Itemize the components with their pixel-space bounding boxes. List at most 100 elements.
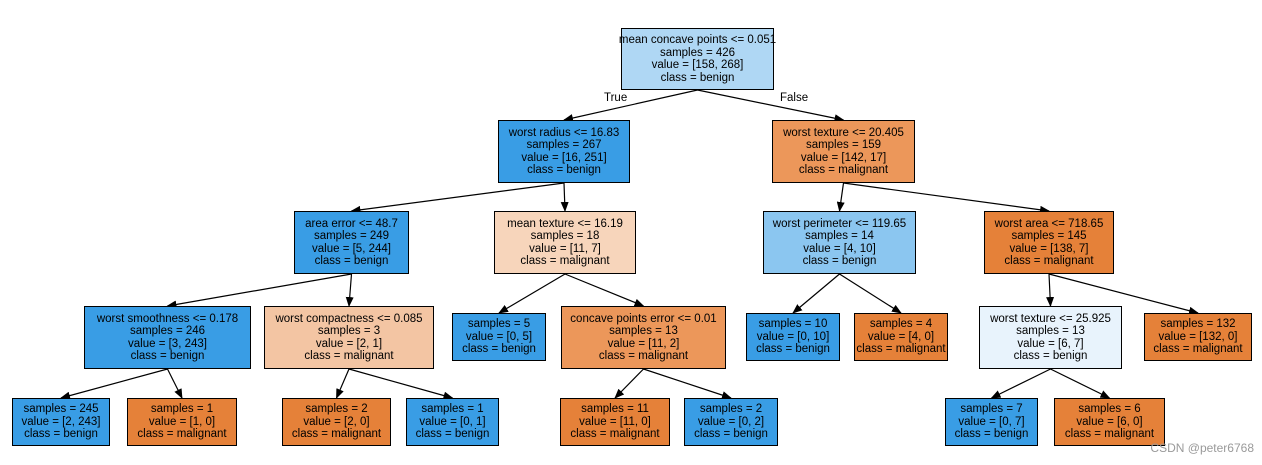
tree-edge-n1-n4 xyxy=(560,182,569,212)
node-line: class = benign xyxy=(527,164,601,176)
node-line: class = malignant xyxy=(137,428,227,441)
node-line: samples = 267 xyxy=(526,139,602,151)
node-line: value = [142, 17] xyxy=(800,151,887,164)
node-line: samples = 11 xyxy=(581,403,649,416)
node-line: samples = 5 xyxy=(467,318,531,331)
node-line: class = malignant xyxy=(520,255,610,267)
tree-edge-n13-n21 xyxy=(990,368,1051,399)
tree-edge-n0-n2 xyxy=(697,89,845,123)
node-line: value = [11, 0] xyxy=(579,415,651,428)
node-line: class = benign xyxy=(954,428,1029,441)
node-line: class = benign xyxy=(415,428,490,441)
node-line: samples = 426 xyxy=(659,46,736,59)
node-line: worst perimeter <= 119.65 xyxy=(772,217,907,230)
node-line: worst area <= 718.65 xyxy=(994,217,1104,230)
node-line: value = [0, 5] xyxy=(465,330,533,343)
tree-edge-n6-n13 xyxy=(1046,273,1055,307)
node-line: class = benign xyxy=(756,343,830,356)
node-line: class = benign xyxy=(24,428,98,441)
node-line: value = [138, 7] xyxy=(1009,242,1089,255)
node-line: worst texture <= 25.925 xyxy=(990,312,1111,325)
node-line: class = benign xyxy=(314,255,389,267)
tree-edge-n10-n20 xyxy=(643,368,732,399)
node-line: samples = 2 xyxy=(305,403,368,416)
node-line: samples = 18 xyxy=(530,230,600,242)
node-line: area error <= 48.7 xyxy=(305,217,398,230)
node-line: value = [5, 244] xyxy=(312,242,391,255)
node-line: value = [0, 1] xyxy=(419,415,486,428)
node-line: class = malignant xyxy=(598,350,689,362)
node-line: value = [132, 0] xyxy=(1158,330,1238,343)
node-line: samples = 10 xyxy=(758,318,828,331)
node-line: class = malignant xyxy=(856,343,946,356)
tree-edge-n3-n8 xyxy=(345,273,354,307)
node-line: samples = 14 xyxy=(805,230,874,242)
tree-edge-n4-n10 xyxy=(564,273,645,307)
tree-edge-n4-n9 xyxy=(498,273,566,314)
node-line: concave points error <= 0.01 xyxy=(570,312,717,325)
tree-edge-n0-n1 xyxy=(563,89,698,122)
node-line: value = [2, 1] xyxy=(315,337,383,350)
node-line: samples = 145 xyxy=(1011,230,1087,242)
node-line: samples = 3 xyxy=(317,325,381,337)
tree-edge-n8-n17 xyxy=(335,368,350,399)
node-line: worst compactness <= 0.085 xyxy=(275,312,423,325)
node-line: class = malignant xyxy=(1153,343,1243,356)
tree-edge-n7-n15 xyxy=(60,368,168,400)
node-line: class = benign xyxy=(660,71,735,84)
tree-edge-n5-n11 xyxy=(792,273,840,314)
tree-edge-n3-n7 xyxy=(166,273,352,309)
node-line: class = malignant xyxy=(291,428,382,441)
node-line: samples = 245 xyxy=(23,403,99,416)
node-line: value = [6, 0] xyxy=(1076,415,1143,428)
node-line: value = [6, 7] xyxy=(1017,337,1084,350)
node-line: samples = 132 xyxy=(1160,318,1236,331)
node-line: samples = 4 xyxy=(869,318,933,331)
node-line: class = benign xyxy=(694,428,768,441)
node-line: samples = 2 xyxy=(699,403,763,416)
node-line: value = [3, 243] xyxy=(128,337,207,350)
node-line: value = [158, 268] xyxy=(651,59,744,71)
node-line: class = benign xyxy=(802,255,877,267)
node-line: class = malignant xyxy=(1064,428,1155,441)
node-line: value = [0, 7] xyxy=(958,415,1025,428)
tree-edge-n6-n14 xyxy=(1048,273,1199,315)
tree-edge-n10-n19 xyxy=(614,368,644,399)
node-line: value = [4, 0] xyxy=(867,330,935,343)
tree-edge-n8-n18 xyxy=(348,368,454,400)
node-line: value = [16, 251] xyxy=(521,151,607,164)
node-line: samples = 246 xyxy=(129,325,206,337)
tree-edge-n2-n5 xyxy=(836,182,845,212)
node-line: value = [2, 243] xyxy=(21,415,101,428)
node-line: value = [4, 10] xyxy=(803,242,876,255)
node-line: value = [2, 0] xyxy=(303,415,370,428)
node-line: worst radius <= 16.83 xyxy=(508,126,620,139)
node-line: class = malignant xyxy=(1004,255,1094,267)
tree-edge-n1-n3 xyxy=(350,182,565,214)
node-line: mean texture <= 16.19 xyxy=(507,217,623,230)
node-line: value = [11, 7] xyxy=(529,242,601,255)
node-line: samples = 7 xyxy=(960,403,1023,416)
node-line: mean concave points <= 0.051 xyxy=(618,34,777,46)
node-line: class = benign xyxy=(130,350,205,362)
node-line: class = malignant xyxy=(798,164,889,176)
